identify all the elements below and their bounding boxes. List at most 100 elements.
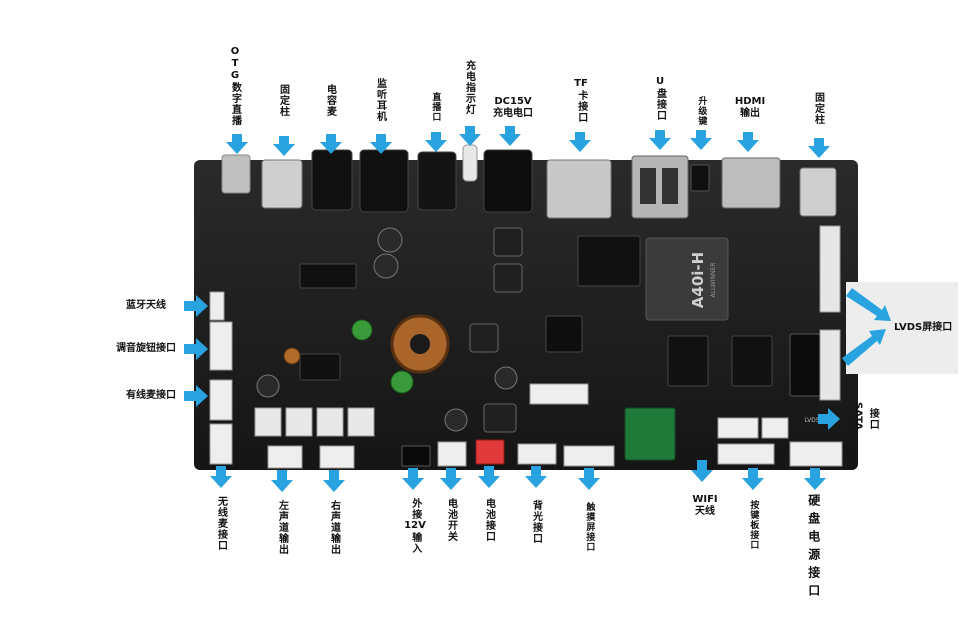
wired-mic-conn xyxy=(209,379,233,421)
key-board-conn-2 xyxy=(717,417,759,439)
dc-jack xyxy=(483,149,533,213)
arrow-wireless-mic xyxy=(210,466,232,488)
arrow-otg xyxy=(226,134,248,154)
relay-block-2 xyxy=(285,407,313,437)
arrow-group xyxy=(184,126,891,492)
arrow-upgrade xyxy=(690,130,712,150)
arrow-touch xyxy=(578,468,600,490)
label-sata-line1: SATA xyxy=(852,402,864,430)
label-dc-charge: DC15V 充电电口 xyxy=(490,96,536,119)
relay-block-1 xyxy=(254,407,282,437)
label-ext12v-line1: 外接 xyxy=(409,498,421,520)
arrow-fixed-left xyxy=(273,136,295,156)
label-hdmi-line1: HDMI xyxy=(734,96,766,107)
label-ext12v-line2: 12V xyxy=(404,520,426,531)
mic-jack xyxy=(311,149,353,211)
arrow-right-channel xyxy=(323,470,345,492)
battery-conn xyxy=(475,439,505,465)
arrow-bluetooth xyxy=(184,295,208,317)
label-tf-line2: 卡接口 xyxy=(575,89,587,123)
label-sata: SATA 接口 xyxy=(848,402,882,433)
label-tf: TF 卡接口 xyxy=(570,78,592,123)
label-mic-condenser: 电容麦 xyxy=(324,84,336,117)
cap-3 xyxy=(351,319,373,341)
label-wifi: WIFI 天线 xyxy=(688,494,722,517)
board-silk-lvds: LVDS xyxy=(804,417,819,424)
touch-conn xyxy=(563,445,615,467)
cap-7 xyxy=(444,408,468,432)
battery-switch-conn xyxy=(437,441,467,467)
hdd-power-conn xyxy=(789,441,843,467)
upgrade-key-part xyxy=(690,164,710,192)
label-wifi-line2: 天线 xyxy=(695,505,715,517)
cap-1 xyxy=(377,227,403,253)
cap-5 xyxy=(256,374,280,398)
label-hdmi: HDMI 输出 xyxy=(729,96,771,119)
ext12v-conn xyxy=(401,445,431,467)
amp-ic xyxy=(299,353,341,381)
arrow-wifi xyxy=(691,460,713,482)
relay-block-4 xyxy=(347,407,375,437)
lvds-conn-2 xyxy=(819,329,841,401)
audio-ic xyxy=(299,263,357,289)
label-dc-line2: 充电电口 xyxy=(493,107,533,119)
usb-c-otg-port xyxy=(221,154,251,194)
arrow-ext12v xyxy=(402,468,424,490)
label-monitor-earphone: 监听耳机 xyxy=(374,78,386,122)
live-jack xyxy=(417,151,457,211)
left-channel-conn xyxy=(267,445,303,469)
label-hdd-power: 硬盘电源接口 xyxy=(806,494,821,602)
label-fixed-post-right: 固定柱 xyxy=(812,92,824,125)
tf-slot xyxy=(546,159,612,219)
hdd-power-conn-2 xyxy=(761,417,789,439)
cap-4 xyxy=(390,370,414,394)
top-white-conn xyxy=(529,383,589,405)
lvds-conn-1 xyxy=(819,225,841,313)
relay-block-3 xyxy=(316,407,344,437)
arrow-lvds-lower xyxy=(842,329,886,366)
arrow-battery xyxy=(478,466,500,488)
arrow-hdd-power xyxy=(804,468,826,490)
backlight-conn xyxy=(517,443,557,465)
ram-chip-2 xyxy=(667,335,709,387)
label-battery-port: 电池接口 xyxy=(483,498,495,542)
label-sata-line2: 接口 xyxy=(867,407,879,430)
arrow-battery-switch xyxy=(440,468,462,490)
wifi-module xyxy=(624,407,676,461)
label-usb-line2: 盘接口 xyxy=(654,88,666,121)
fixed-post-right-part xyxy=(799,167,837,217)
knob-conn xyxy=(209,321,233,371)
label-backlight: 背光接口 xyxy=(530,500,542,544)
fixed-post-left-part xyxy=(261,159,303,209)
label-ext12v: 外接 12V 输入 xyxy=(398,498,432,554)
label-otg: OTG数字直播 xyxy=(229,46,241,126)
label-usb: U盘接口 xyxy=(654,76,666,121)
choke-3 xyxy=(493,227,523,257)
soc-brand-label: ALLWINNER xyxy=(710,263,717,298)
choke-1 xyxy=(469,323,499,353)
arrow-live xyxy=(425,132,447,152)
label-battery-switch: 电池开关 xyxy=(445,498,457,542)
label-tuning-knob: 调音旋钮接口 xyxy=(116,343,176,354)
label-ext12v-line3: 输入 xyxy=(409,531,421,554)
key-board-conn xyxy=(717,443,775,465)
ram-chip-1 xyxy=(577,235,641,287)
label-dc-line1: DC15V xyxy=(494,96,532,107)
arrow-fixed-right xyxy=(808,138,830,158)
label-touch-screen: 触摸屏接口 xyxy=(584,502,595,552)
bluetooth-conn xyxy=(209,291,225,321)
arrow-wired-mic xyxy=(184,385,208,407)
usb-a-slot-1 xyxy=(640,168,656,204)
choke-4 xyxy=(493,263,523,293)
label-hdmi-line2: 输出 xyxy=(740,107,760,119)
wireless-mic-conn xyxy=(209,423,233,465)
soc-chip xyxy=(645,237,729,321)
toroid-inductor-core xyxy=(410,334,430,354)
label-tf-line1: TF xyxy=(574,78,588,89)
arrow-dc xyxy=(499,126,521,146)
label-fixed-post-left: 固定柱 xyxy=(277,84,289,117)
arrow-hdmi xyxy=(737,132,759,152)
arrow-usb xyxy=(649,130,671,150)
arrow-tf xyxy=(569,132,591,152)
arrow-sata xyxy=(818,408,840,430)
